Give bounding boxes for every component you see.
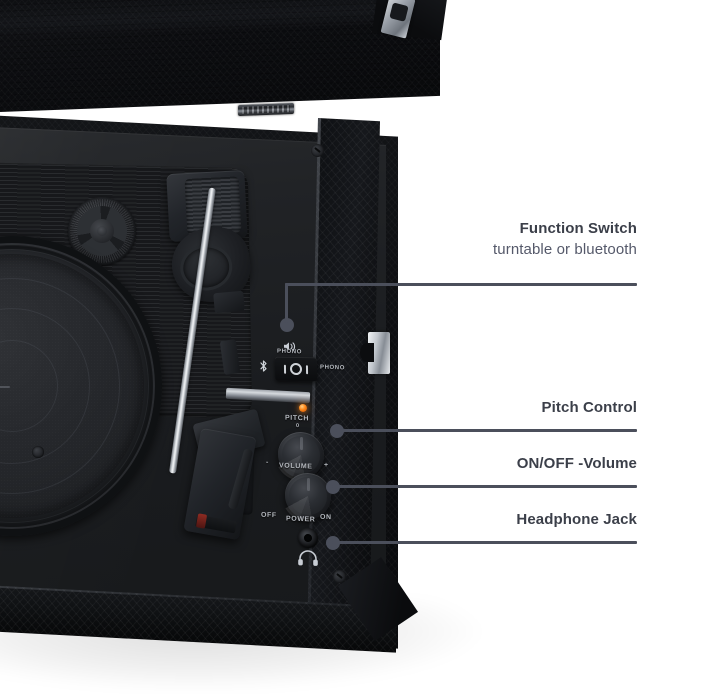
- callout-line-headphone-jack: [332, 541, 637, 544]
- side-latch-clasp: [360, 332, 390, 374]
- function-switch-rocker[interactable]: [274, 356, 318, 382]
- callout-label-headphone-jack: Headphone Jack: [337, 510, 637, 530]
- pitch-led-indicator: [299, 403, 307, 413]
- headphone-icon: [297, 550, 319, 567]
- phono-top-label: PHONO: [277, 348, 303, 356]
- volume-minus-label: -: [266, 458, 269, 467]
- power-off-label: OFF: [261, 511, 277, 520]
- callout-title-headphone-jack: Headphone Jack: [516, 511, 637, 528]
- volume-power-knob[interactable]: [282, 469, 334, 523]
- callout-line-volume: [332, 485, 637, 488]
- callout-line-pitch-control: [336, 429, 637, 432]
- callout-title-pitch-control: Pitch Control: [541, 399, 637, 416]
- callout-dot-function-switch: [280, 318, 294, 332]
- rocker-mark-left: [283, 364, 287, 374]
- callout-line-function-switch: [285, 283, 637, 286]
- bluetooth-icon: [259, 359, 268, 373]
- callout-label-volume: ON/OFF -Volume: [337, 454, 637, 474]
- rocker-mark-center: [289, 362, 303, 376]
- callout-title-volume: ON/OFF -Volume: [516, 455, 637, 472]
- headphone-jack-port[interactable]: [298, 527, 318, 549]
- tonearm-counterweight: [213, 290, 245, 314]
- callout-label-pitch-control: Pitch Control: [337, 398, 637, 418]
- power-on-label: ON: [320, 513, 332, 522]
- deck-screw-top-right: [311, 144, 324, 157]
- pitch-label: PITCH: [285, 414, 309, 423]
- callout-label-function-switch: Function Switch turntable or bluetooth: [337, 219, 637, 261]
- 45rpm-adapter: [68, 197, 136, 265]
- phono-right-label: PHONO: [320, 364, 346, 372]
- rocker-mark-right: [305, 364, 309, 374]
- volume-plus-label: +: [324, 461, 329, 470]
- speaker-icon: [283, 339, 297, 351]
- callout-title-function-switch: Function Switch: [519, 220, 637, 237]
- deck-screw-bottom-right: [333, 570, 346, 583]
- callout-subtitle-function-switch: turntable or bluetooth: [493, 241, 637, 258]
- power-label: POWER: [286, 515, 316, 524]
- adapter-pin: [97, 226, 107, 236]
- callout-riser-function-switch: [285, 283, 288, 323]
